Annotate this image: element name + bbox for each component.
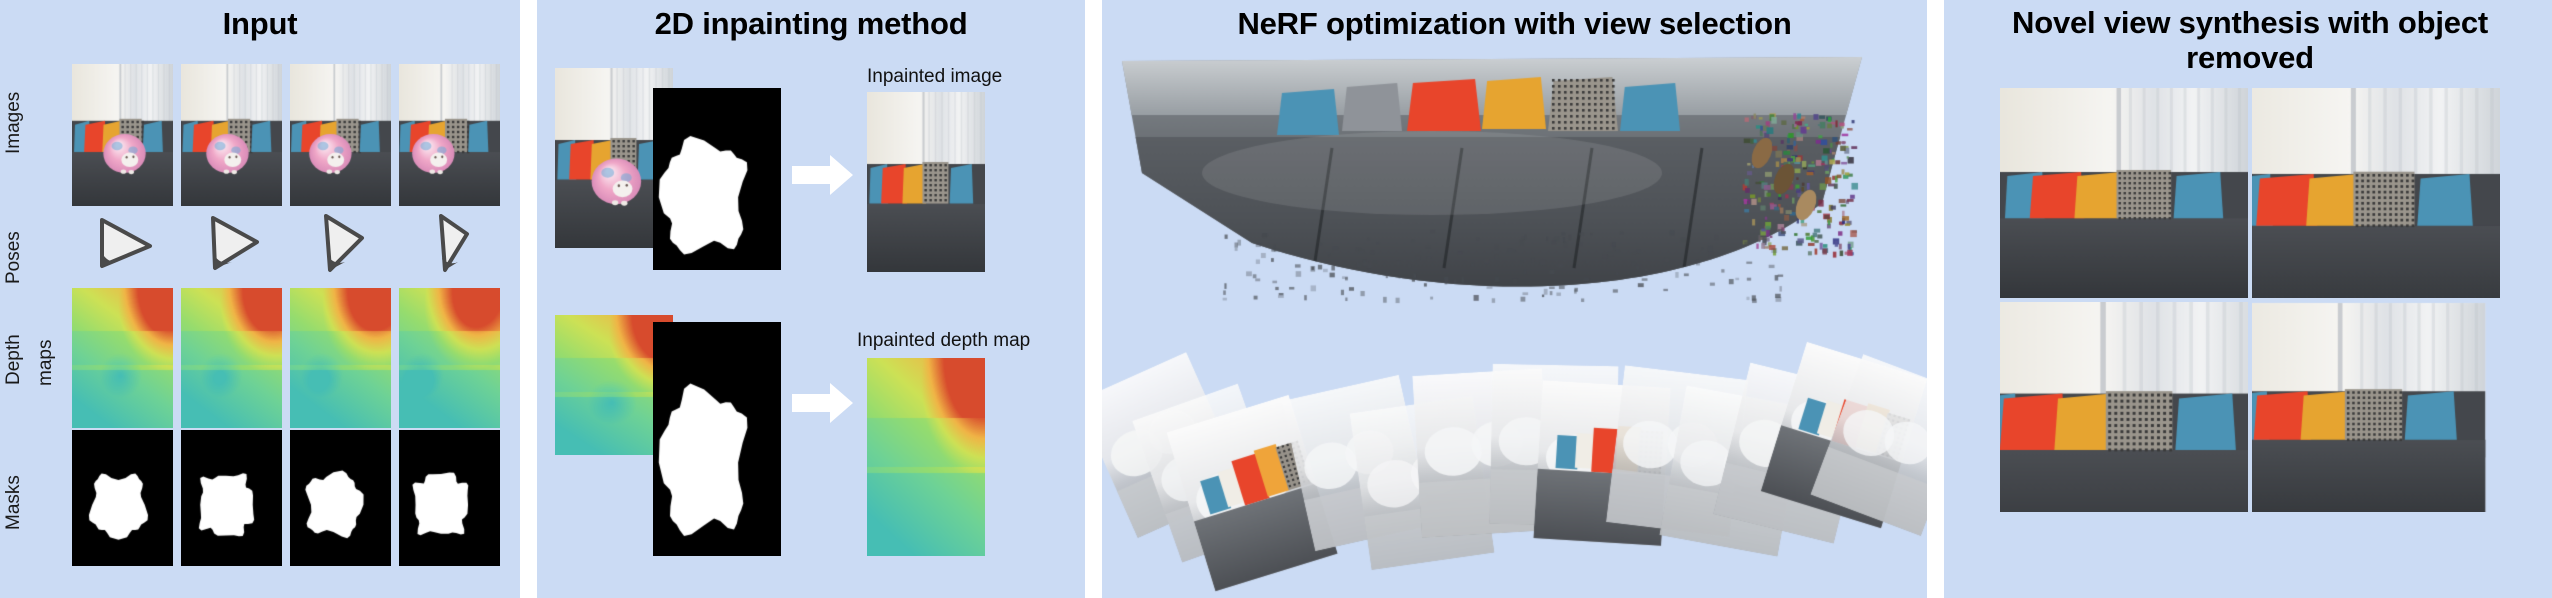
panel-inpainting-title: 2D inpainting method: [537, 6, 1085, 42]
row-label-masks: Masks: [4, 455, 30, 551]
input-image-3: [290, 64, 391, 206]
panel-divider-1: [520, 0, 537, 598]
novel-view-2: [2252, 88, 2500, 298]
panel-nerf-title: NeRF optimization with view selection: [1102, 6, 1927, 42]
panel-nerf-optimization: NeRF optimization with view selection: [1102, 0, 1927, 598]
camera-frustum-icon: [199, 212, 265, 274]
inpaint-depth-mask: [653, 322, 781, 556]
inpaint-image-arrow: [792, 152, 854, 198]
input-image-2: [181, 64, 282, 206]
novel-view-3: [2000, 302, 2248, 512]
camera-pose-2: [199, 212, 265, 274]
panel-novel-title: Novel view synthesis with object removed: [1944, 6, 2552, 75]
nerf-scene-render: [1102, 53, 1927, 598]
camera-pose-4: [417, 212, 483, 274]
input-depth-3: [290, 288, 391, 428]
panel-2d-inpainting: 2D inpainting method Inpainted image Inp…: [537, 0, 1085, 598]
row-label-poses: Poses: [4, 208, 30, 308]
input-image-1: [72, 64, 173, 206]
input-depth-2: [181, 288, 282, 428]
inpainted-depth-label: Inpainted depth map: [857, 330, 1030, 352]
camera-frustum-icon: [308, 212, 374, 274]
panel-divider-3: [1927, 0, 1944, 598]
inpainted-image-result: [867, 92, 985, 272]
camera-pose-3: [308, 212, 374, 274]
row-label-depth-line2: maps: [36, 320, 62, 406]
inpaint-depth-arrow: [792, 380, 854, 426]
camera-pose-1: [90, 212, 156, 274]
inpainted-image-label: Inpainted image: [867, 66, 1002, 88]
camera-frustum-icon: [417, 212, 483, 274]
input-mask-4: [399, 430, 500, 566]
inpainted-depth-result: [867, 358, 985, 556]
novel-view-1: [2000, 88, 2248, 298]
input-image-4: [399, 64, 500, 206]
right-arrow-icon: [792, 380, 854, 426]
panel-input-title: Input: [0, 6, 520, 42]
right-arrow-icon: [792, 152, 854, 198]
novel-view-4: [2252, 302, 2500, 512]
inpaint-source-mask: [653, 88, 781, 270]
input-mask-3: [290, 430, 391, 566]
input-mask-1: [72, 430, 173, 566]
input-depth-4: [399, 288, 500, 428]
panel-input: Input Images Poses Depth maps Masks: [0, 0, 520, 598]
row-label-depth-line1: Depth: [4, 315, 30, 405]
row-label-images: Images: [4, 68, 30, 178]
camera-frustum-icon: [90, 212, 156, 274]
panel-novel-view-synthesis: Novel view synthesis with object removed: [1944, 0, 2552, 598]
panel-divider-2: [1085, 0, 1102, 598]
input-mask-2: [181, 430, 282, 566]
input-depth-1: [72, 288, 173, 428]
